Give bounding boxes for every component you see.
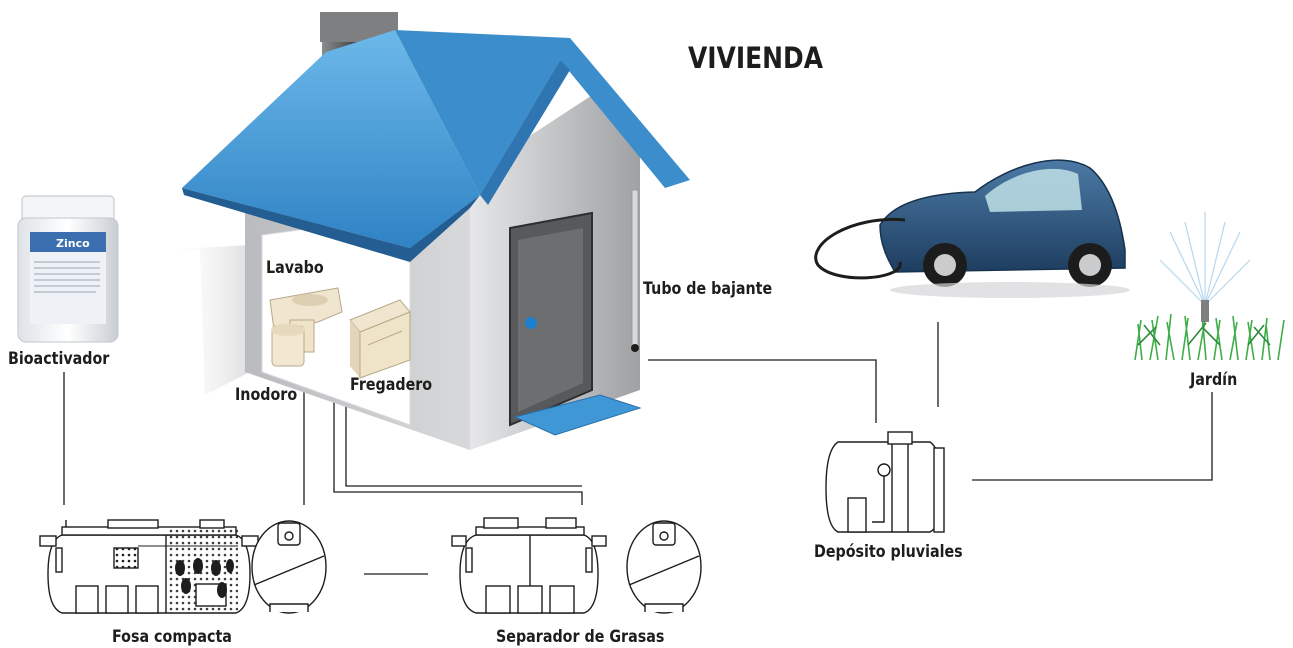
roof-right [395,30,690,195]
separador-grasas-tank [451,517,607,614]
label-bioactivador: Bioactivador [8,348,110,369]
label-tubo-de-bajante: Tubo de bajante [643,278,772,299]
label-fosa-compacta: Fosa compacta [112,626,232,647]
garden-sprinkler [1134,212,1285,361]
label-jardin: Jardín [1189,369,1237,390]
pipe-deposito-jardin [972,392,1213,481]
title-vivienda: VIVIENDA [688,42,823,75]
fosa-compacta-end-view [251,520,327,614]
house [160,12,690,450]
roof [182,30,480,248]
house-shadow [160,245,250,395]
separador-grasas-end-view [626,520,702,614]
label-inodoro: Inodoro [235,384,297,405]
pipe-fregadero-separador [333,338,583,505]
labels: VIVIENDA Bioactivador Lavabo Inodoro Fre… [8,42,1237,646]
fosa-compacta-tank [39,519,259,614]
deposito-pluviales-tank [825,431,945,533]
kitchen-sink [349,299,411,379]
grass [1134,313,1285,361]
label-lavabo: Lavabo [266,257,324,278]
label-deposito-pluviales: Depósito pluviales [814,541,963,562]
car [814,159,1130,298]
water-hose [814,217,906,280]
toilet [271,324,305,367]
pipe-bajante-deposito [648,359,877,423]
doormat [513,394,642,436]
downpipe [631,189,639,351]
jar-brand: Zinco [56,237,90,250]
bioactivador-jar: Zinco [17,195,119,343]
label-separador-de-grasas: Separador de Grasas [496,626,664,647]
door-knob [525,317,537,329]
label-fregadero: Fregadero [350,374,432,395]
